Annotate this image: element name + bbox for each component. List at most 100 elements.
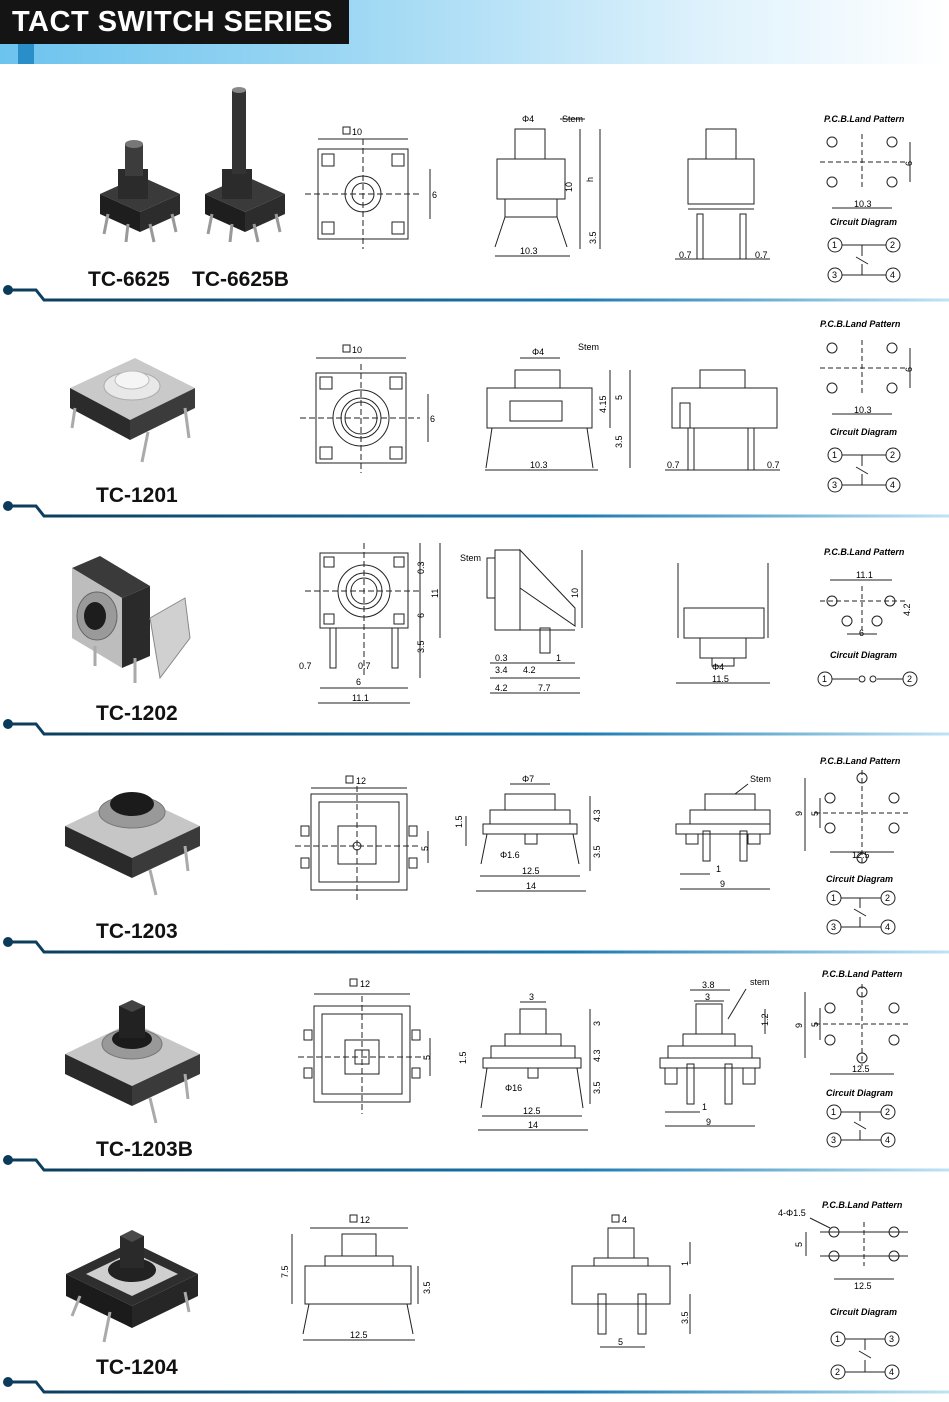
dim-end-left: 0.7 (679, 250, 692, 260)
dim-side-1: 1 (680, 1261, 690, 1266)
drawing-top-view (298, 993, 431, 1114)
dim-end-12: 1.2 (760, 1013, 770, 1026)
pcb-dim-w: 10.3 (854, 405, 872, 415)
dim-side-125: 12.5 (522, 866, 540, 876)
dim-side-15: 1.5 (454, 815, 464, 828)
circuit-diagram (827, 237, 901, 283)
drawing-top-view (305, 138, 431, 249)
section-drawings: 12 5 3 3 1.5 4.3 3.5 Φ16 12.5 14 (65, 969, 910, 1148)
drawing-end-view (676, 563, 770, 684)
model-label: TC-1203B (96, 1138, 193, 1161)
page-title: TACT SWITCH SERIES (0, 0, 350, 44)
pin-1: 1 (835, 1334, 840, 1344)
pin-3: 3 (889, 1334, 894, 1344)
product-photo-tc-1202 (72, 556, 191, 683)
dim-end-9: 9 (720, 879, 725, 889)
pin-2: 2 (890, 450, 895, 460)
section-tc-1202: 0.3 11 6 3.5 0.7 0.7 6 11.1 Stem 10 0.3 … (0, 528, 949, 746)
section-drawings: 10 6 Φ4 Stem 4.15 5 3.5 10.3 0.7 0.7 P.C… (70, 319, 914, 493)
dim-top-125: 12.5 (350, 1330, 368, 1340)
square-symbol-icon (342, 126, 351, 135)
pcb-land-pattern (805, 1217, 908, 1280)
pcb-land-pattern (820, 340, 911, 415)
drawing-side-view (485, 357, 631, 471)
dim-side-14: 14 (528, 1120, 538, 1130)
dim-top-07a: 0.7 (299, 661, 312, 671)
pin-1: 1 (831, 893, 836, 903)
dim-side-10: 10 (564, 182, 574, 192)
section-drawings: 10 6 Φ4 Stem 10 h 3.5 10.3 0.7 (100, 87, 914, 283)
dim-side-phi: Φ4 (522, 114, 534, 124)
circuit-diagram (817, 671, 918, 687)
pin-2: 2 (835, 1367, 840, 1377)
section-divider (3, 501, 949, 518)
circuit-title: Circuit Diagram (826, 874, 893, 884)
circuit-diagram (827, 447, 901, 493)
dim-top-6h: 6 (356, 677, 361, 687)
dim-side-35: 3.5 (588, 231, 598, 244)
drawing-top-view (295, 786, 429, 901)
pcb-dim-h9: 9 (794, 1023, 804, 1028)
dim-side-03: 0.3 (495, 653, 508, 663)
circuit-diagram (830, 1331, 900, 1380)
circuit-title: Circuit Diagram (830, 650, 897, 660)
pcb-dim-h5: 5 (810, 1022, 820, 1027)
dim-end-w: 11.5 (712, 674, 729, 684)
section-divider (3, 1377, 949, 1394)
dim-top-v: 5 (422, 1055, 432, 1060)
label-stem: Stem (578, 342, 599, 352)
dim-side-35: 3.5 (592, 845, 602, 858)
pcb-title: P.C.B.Land Pattern (820, 319, 901, 329)
drawing-end-view (675, 783, 771, 890)
pcb-title: P.C.B.Land Pattern (824, 114, 905, 124)
pin-3: 3 (831, 922, 836, 932)
dim-end-right: 0.7 (755, 250, 768, 260)
dim-top-v: 5 (420, 846, 430, 851)
dim-side-w3: 3 (529, 992, 534, 1002)
pin-3: 3 (831, 1135, 836, 1145)
dim-side-35: 3.5 (592, 1081, 602, 1094)
dim-side-42: 4.2 (523, 665, 536, 675)
model-label: TC-1203 (96, 920, 178, 943)
drawing-side-view (494, 118, 601, 257)
dim-side-43: 4.3 (592, 809, 602, 822)
dim-top-03: 0.3 (416, 561, 426, 574)
dim-side-sq: 4 (622, 1215, 627, 1225)
section-divider (3, 1155, 949, 1172)
square-symbol-icon (611, 1214, 620, 1223)
drawing-top-view (291, 1227, 419, 1341)
pcb-land-pattern (820, 134, 911, 209)
pin-1: 1 (832, 240, 837, 250)
dim-side-43: 4.3 (592, 1049, 602, 1062)
dim-side-34: 3.4 (495, 665, 508, 675)
pin-4: 4 (885, 922, 890, 932)
dim-side-77: 7.7 (538, 683, 551, 693)
pcb-land-pattern (804, 770, 910, 866)
dim-side-5: 5 (618, 1337, 623, 1347)
section-divider (3, 719, 949, 736)
pin-3: 3 (832, 480, 837, 490)
circuit-diagram (826, 1104, 896, 1148)
pin-2: 2 (885, 1107, 890, 1117)
dim-side-phi16: Φ16 (505, 1083, 522, 1093)
product-photo-tc-1203 (65, 792, 200, 896)
pcb-land-pattern (804, 984, 910, 1075)
pin-1: 1 (831, 1107, 836, 1117)
pcb-dim-h: 4.2 (902, 603, 912, 616)
pcb-dim-h5: 5 (794, 1242, 804, 1247)
product-photo-tc-1201 (70, 358, 195, 463)
square-symbol-icon (345, 775, 354, 784)
drawing-side-view (571, 1227, 691, 1348)
pin-3: 3 (832, 270, 837, 280)
pcb-holes: 4-Φ1.5 (778, 1208, 806, 1218)
pin-1: 1 (832, 450, 837, 460)
circuit-title: Circuit Diagram (830, 427, 897, 437)
pcb-dim-pitch: 6 (859, 628, 864, 638)
pcb-dim-w: 12.5 (854, 1281, 872, 1291)
pcb-title: P.C.B.Land Pattern (824, 547, 905, 557)
drawing-side-view (478, 1001, 591, 1131)
dim-side-14: 14 (526, 881, 536, 891)
pcb-dim-w: 12.5 (852, 850, 870, 860)
label-stem: Stem (562, 114, 583, 124)
pin-1: 1 (822, 674, 827, 684)
